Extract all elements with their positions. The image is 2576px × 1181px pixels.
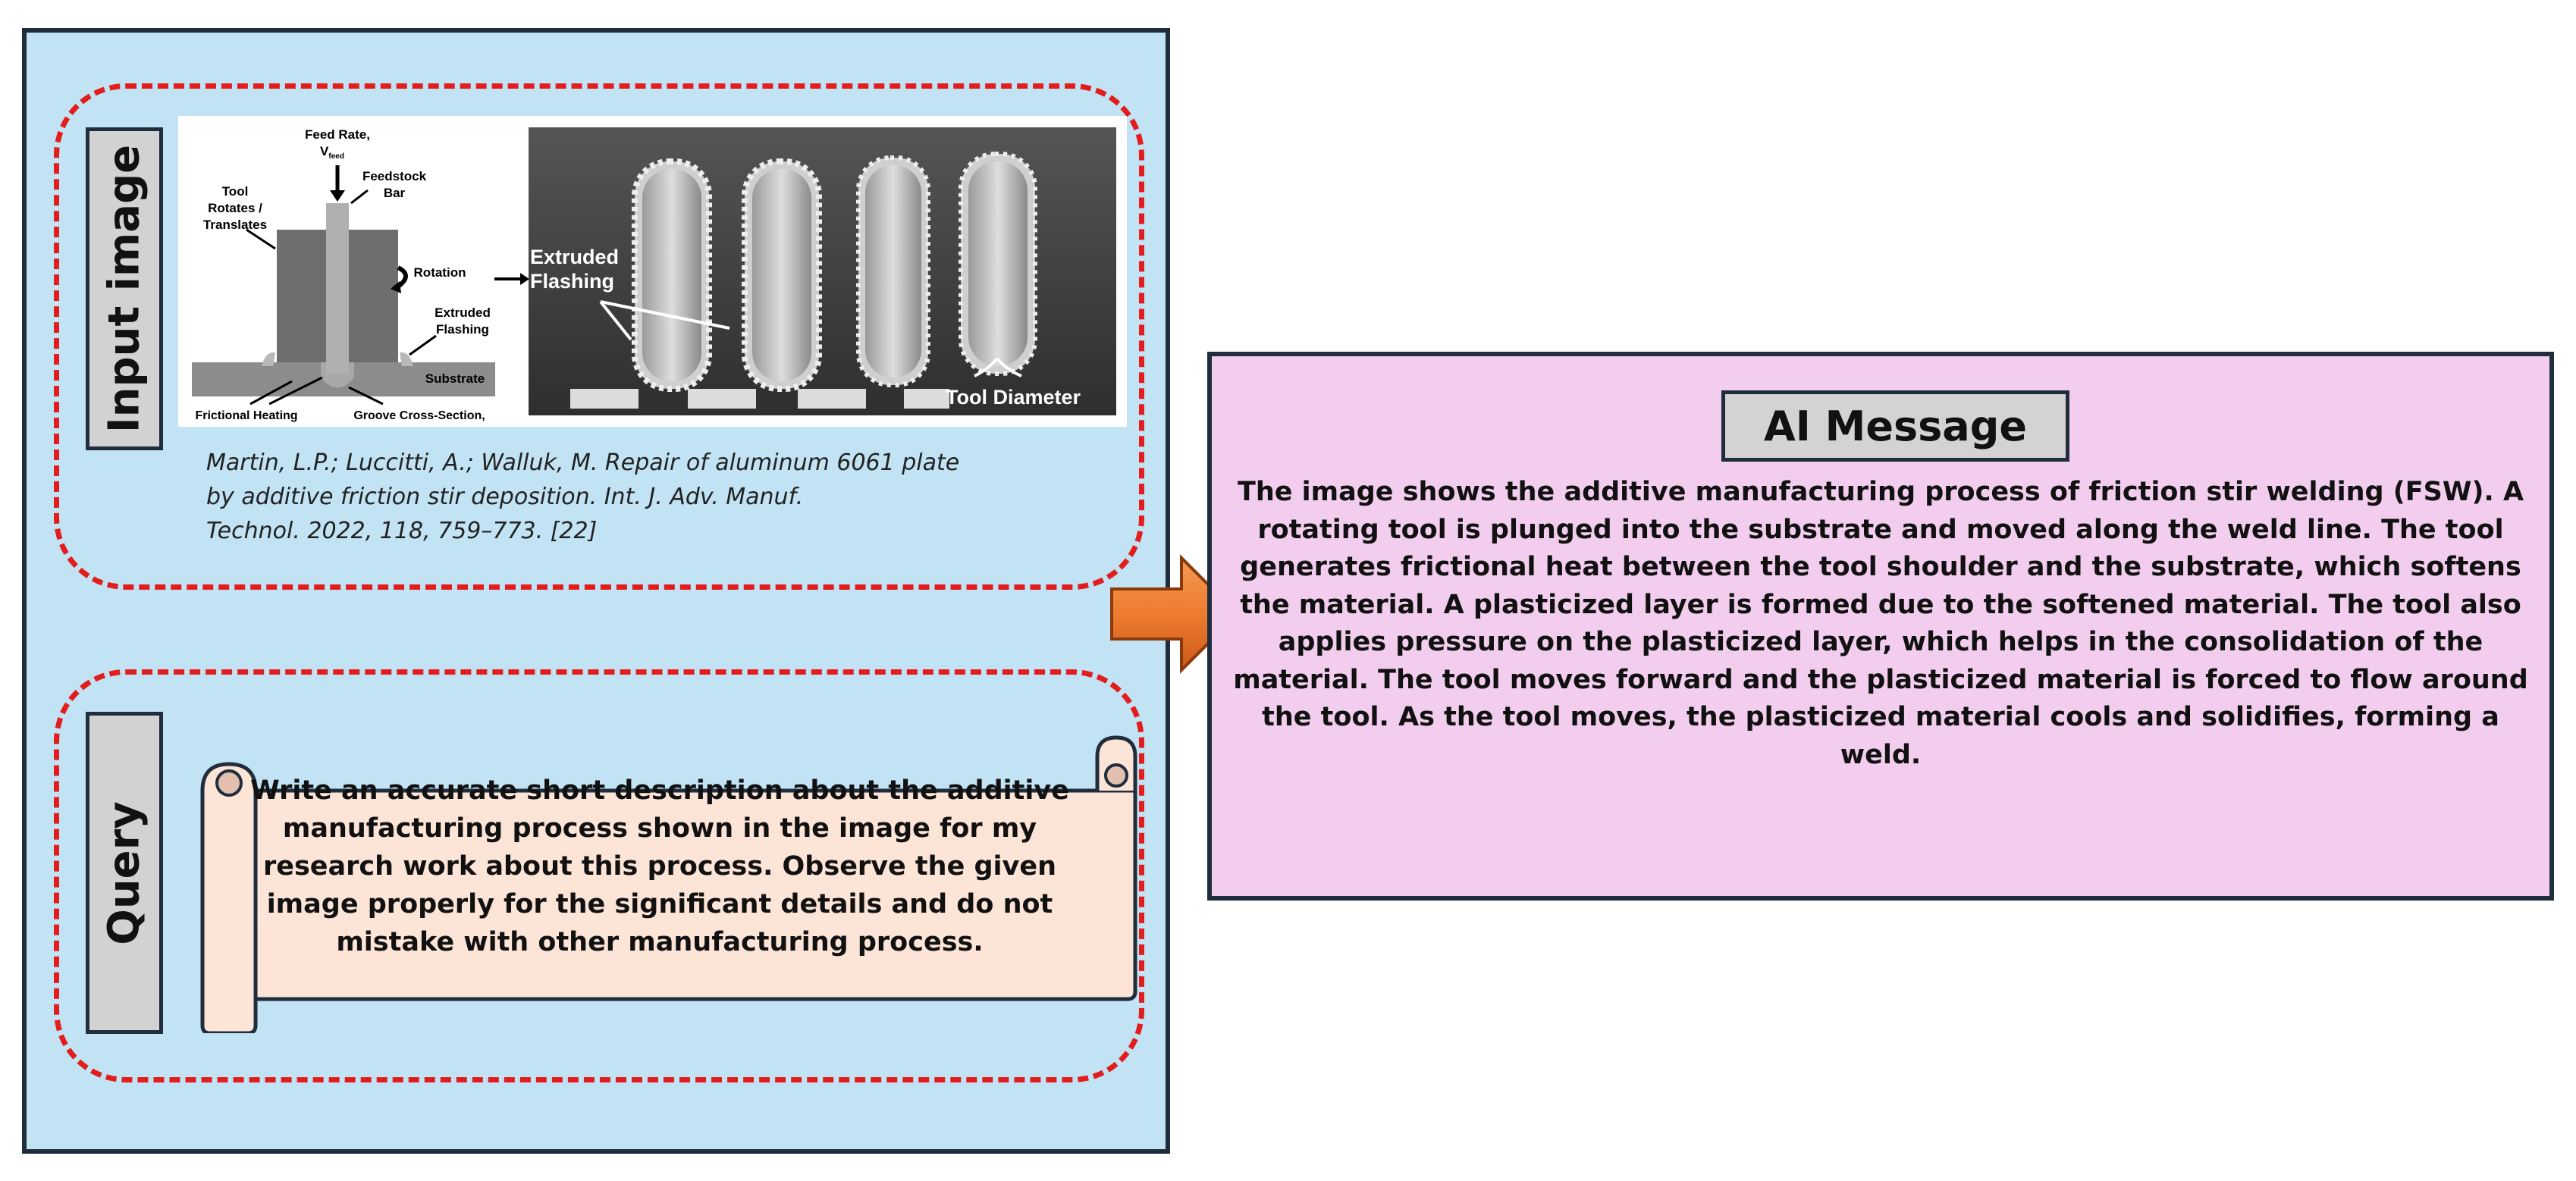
flashing-right bbox=[400, 352, 413, 366]
sample-tag-1 bbox=[570, 389, 639, 409]
photo-flashing-label: Flashing bbox=[530, 270, 614, 293]
frictional-heating-label: Frictional Heating bbox=[195, 409, 297, 422]
ai-message-text: The image shows the additive manufacturi… bbox=[1233, 477, 2528, 770]
sample-tag-3 bbox=[798, 389, 866, 409]
tool-label: Tool bbox=[222, 184, 249, 199]
tool-diameter-brace bbox=[974, 357, 1022, 377]
input-image-frame bbox=[54, 83, 1144, 590]
ai-message-title: AI Message bbox=[1721, 390, 2069, 462]
feed-rate-symbol: Vfeed bbox=[320, 144, 344, 161]
query-text: Write an accurate short description abou… bbox=[250, 775, 1069, 957]
extruded-leader bbox=[409, 334, 437, 356]
query-label: Query bbox=[86, 712, 163, 1034]
feedstock-label-2: Bar bbox=[384, 186, 406, 200]
track-1 bbox=[632, 158, 712, 392]
tool-label-3: Translates bbox=[203, 218, 267, 232]
heating-leader-1 bbox=[249, 380, 293, 406]
tool-diameter-label: Tool Diameter bbox=[946, 386, 1081, 409]
feed-arrow-head bbox=[330, 190, 345, 202]
feed-rate-label: Feed Rate, bbox=[305, 127, 370, 142]
track-3 bbox=[856, 155, 930, 387]
query-label-text: Query bbox=[99, 800, 149, 945]
input-image-label-text: Input image bbox=[99, 144, 149, 434]
citation: Martin, L.P.; Luccitti, A.; Walluk, M. R… bbox=[206, 446, 1116, 548]
groove-label: Groove Cross-Section, bbox=[353, 409, 485, 422]
citation-line-2: by additive friction stir deposition. In… bbox=[206, 484, 804, 510]
feedstock-leader bbox=[350, 189, 369, 205]
left-panel: Input image Query bbox=[22, 28, 1170, 1154]
rotation-label: Rotation bbox=[414, 265, 466, 280]
input-figure: Feed Rate, Vfeed Feedstock Bar Tool Rota… bbox=[178, 116, 1127, 427]
sample-tag-4 bbox=[904, 389, 949, 409]
extruded-label-2: Flashing bbox=[436, 322, 489, 337]
feedstock-label: Feedstock bbox=[362, 169, 427, 183]
track-4 bbox=[959, 152, 1037, 376]
substrate-label: Substrate bbox=[425, 371, 485, 386]
tool-label-2: Rotates / bbox=[208, 201, 262, 215]
groove-leader bbox=[348, 386, 384, 406]
photo-extruded-label: Extruded bbox=[530, 246, 619, 268]
flashing-arrow-2 bbox=[600, 300, 730, 330]
afsd-schematic: Feed Rate, Vfeed Feedstock Bar Tool Rota… bbox=[192, 127, 495, 422]
input-image-label: Input image bbox=[86, 127, 163, 450]
rotation-arrow bbox=[397, 265, 408, 289]
flashing-left bbox=[262, 352, 275, 366]
rotation-arrow-head bbox=[391, 281, 401, 293]
figure-connector-arrow bbox=[494, 273, 529, 285]
citation-line-3: Technol. 2022, 118, 759–773. [22] bbox=[206, 518, 598, 544]
deposited-plate-photo: Extruded Flashing Tool Diameter bbox=[529, 127, 1116, 415]
track-2 bbox=[742, 158, 822, 392]
citation-line-1: Martin, L.P.; Luccitti, A.; Walluk, M. R… bbox=[206, 450, 960, 476]
extruded-label: Extruded bbox=[435, 305, 491, 320]
flashing-arrow-1 bbox=[599, 300, 632, 341]
query-frame bbox=[54, 669, 1144, 1082]
tool-leader bbox=[246, 228, 276, 250]
feedstock-bar bbox=[326, 203, 349, 374]
sample-tag-2 bbox=[688, 389, 756, 409]
heating-leader-2 bbox=[268, 376, 323, 406]
query-scroll bbox=[200, 735, 1137, 1033]
